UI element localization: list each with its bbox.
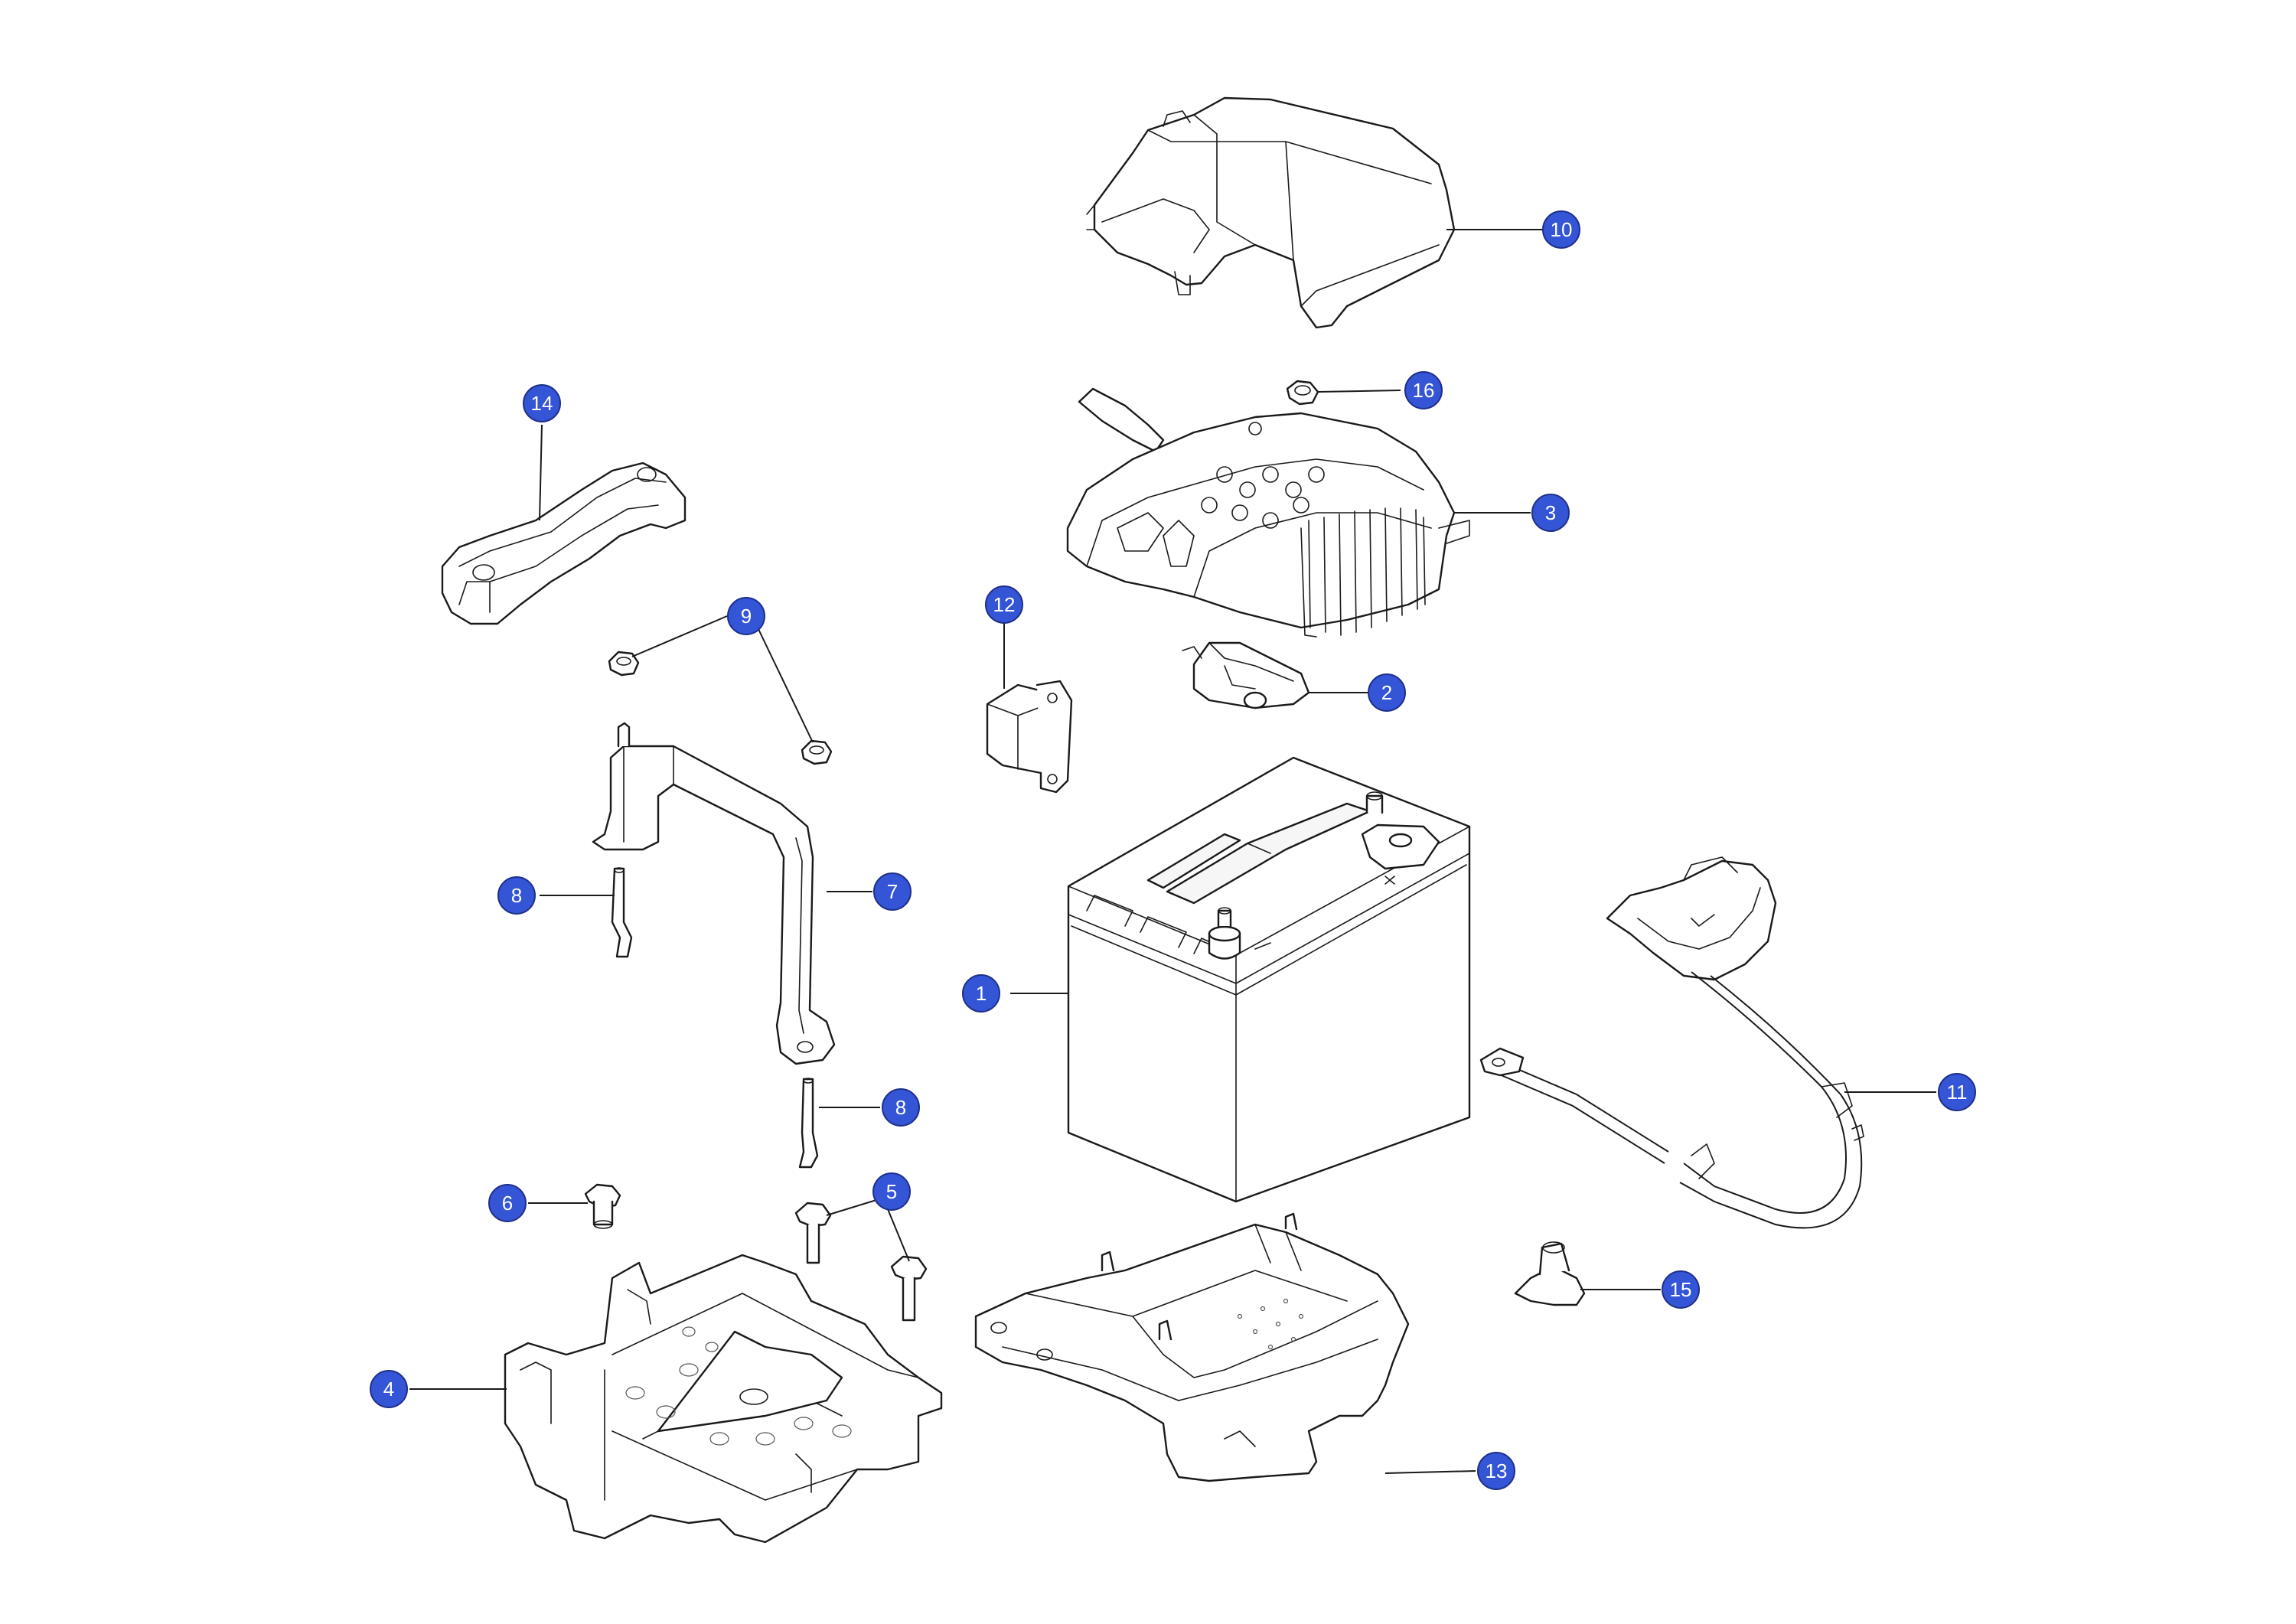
callout-4: 4	[370, 1370, 408, 1408]
part-battery	[1067, 756, 1471, 1203]
callout-8b-label: 8	[895, 1096, 906, 1119]
callout-11: 11	[1938, 1073, 1976, 1111]
part-nut-9b	[801, 739, 833, 765]
part-fuse-box-cover	[1086, 96, 1456, 329]
callout-1: 1	[962, 974, 1000, 1013]
callout-7: 7	[873, 872, 912, 911]
callout-14-label: 14	[531, 392, 553, 415]
battery-terminal-positive	[1361, 791, 1440, 870]
callout-16-label: 16	[1413, 379, 1435, 402]
callout-10-label: 10	[1551, 218, 1573, 241]
part-battery-bracket-7	[592, 722, 836, 1065]
tray-holes	[625, 1326, 852, 1446]
callout-14: 14	[523, 384, 561, 422]
part-terminal-cap-15	[1514, 1241, 1586, 1306]
tray-vents	[1237, 1298, 1304, 1350]
callout-9-label: 9	[741, 605, 752, 628]
callout-10-circle	[1542, 210, 1580, 249]
callout-15-label: 15	[1670, 1278, 1692, 1301]
callout-6: 6	[488, 1184, 527, 1222]
part-bolt-5b	[890, 1255, 928, 1322]
part-hold-down-bracket	[441, 461, 687, 625]
part-bolt-6	[584, 1183, 621, 1229]
part-battery-cable-11	[1479, 856, 1864, 1229]
part-j-bolt-upper	[611, 867, 633, 958]
callout-3: 3	[1531, 494, 1570, 532]
callout-3-label: 3	[1545, 501, 1556, 524]
callout-9: 9	[727, 597, 765, 635]
callout-5-label: 5	[886, 1180, 897, 1203]
callout-8a-label: 8	[511, 884, 522, 907]
callout-13: 13	[1477, 1452, 1515, 1490]
callout-1-label: 1	[976, 982, 987, 1005]
callout-15: 15	[1662, 1270, 1700, 1309]
part-nut-16	[1286, 380, 1319, 406]
part-nut-9a	[608, 651, 640, 677]
callout-16: 16	[1404, 371, 1443, 409]
callout-12-label: 12	[993, 593, 1016, 616]
terminal-studs	[1201, 422, 1325, 529]
callout-5: 5	[872, 1172, 911, 1211]
part-relay-12	[986, 680, 1073, 794]
callout-12: 12	[985, 585, 1023, 624]
callout-4-label: 4	[383, 1378, 394, 1401]
callout-13-label: 13	[1486, 1459, 1508, 1482]
part-battery-tray-13	[974, 1212, 1410, 1482]
part-fuse-junction-box	[1066, 387, 1470, 638]
part-battery-sensor-2	[1182, 641, 1310, 709]
callout-2-label: 2	[1381, 681, 1392, 704]
leader-lines	[409, 229, 1936, 1474]
callout-6-label: 6	[502, 1192, 513, 1215]
part-j-bolt-lower	[798, 1078, 819, 1169]
callout-11-label: 11	[1947, 1081, 1968, 1104]
fuse-blades	[1300, 507, 1426, 638]
battery-terminal-negative	[1208, 907, 1241, 960]
part-bolt-5a	[794, 1202, 832, 1264]
callout-8b: 8	[882, 1088, 920, 1127]
part-battery-tray-4	[504, 1254, 943, 1544]
callout-7-label: 7	[887, 880, 898, 903]
callout-8a: 8	[497, 876, 536, 915]
callout-2: 2	[1368, 673, 1406, 712]
callout-10: 10	[1542, 210, 1580, 249]
